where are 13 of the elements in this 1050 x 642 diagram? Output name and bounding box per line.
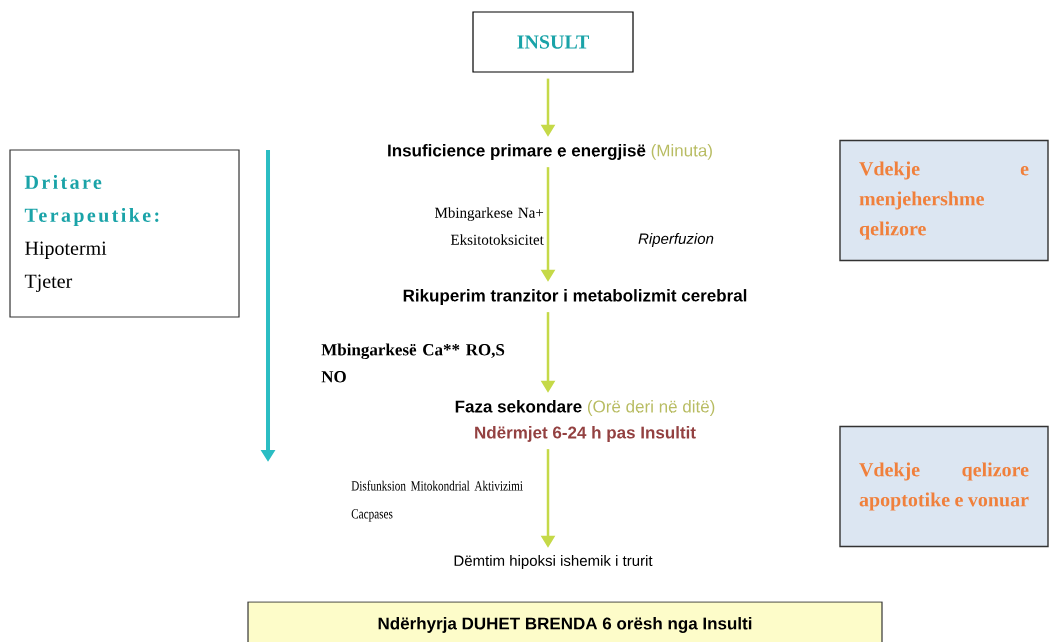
stage-text: Rikuperim tranzitor i metabolizmit cerebral [403,289,747,305]
text-box: Vdekje qelizore apoptotike e vonuar [839,425,1049,548]
text-box: Dritare Terapeutike: Hipotermi Tjeter [9,149,240,318]
note-text: Riperfuzion [638,233,714,247]
edge-label: Disfunksion Mitokondrial Aktivizimi Cacpases [351,480,523,522]
edge-label: Mbingarkesë Ca** RO,S NO [321,343,505,383]
stage-text: Faza sekondare (Orë deri në ditë) Ndërmjet 6-24 h pas Insultit [455,400,715,442]
stage-text: Insuficience primare e energjisë (Minuta) [388,144,712,160]
text-box: Ndërhyrja DUHET BRENDA 6 orësh nga Insulti [247,601,883,642]
text-box: Vdekje e menjehershme qelizore [839,139,1049,262]
title-box: INSULT [472,11,634,73]
edge-label: Mbingarkese Na+ Eksitotoksicitet [435,207,544,245]
stage-text: Dëmtim hipoksi ishemik i trurit [454,555,653,569]
